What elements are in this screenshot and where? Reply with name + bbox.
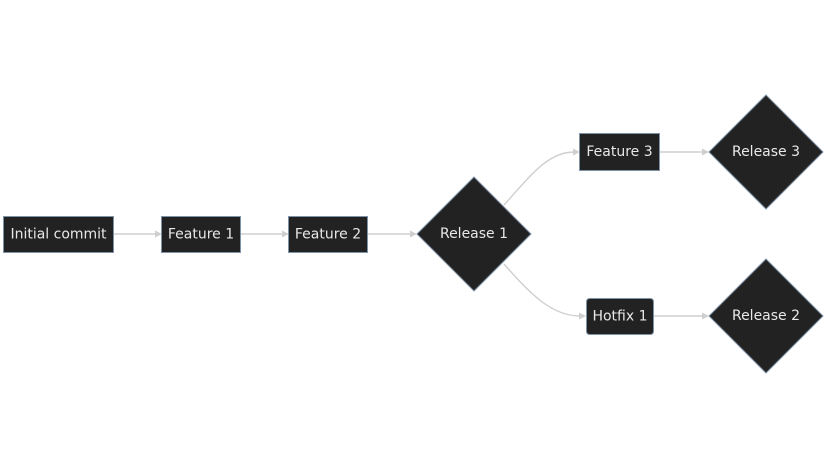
arrowhead-feature2-to-release1 <box>410 230 417 238</box>
arrowhead-release1-to-feature3 <box>573 148 580 156</box>
arrowhead-feature1-to-feature2 <box>282 230 289 238</box>
node-release-2[interactable]: Release 2 <box>708 258 824 374</box>
node-feature-1-label: Feature 1 <box>168 227 234 243</box>
nodes-layer: Initial commit Feature 1 Feature 2 Relea… <box>3 94 824 374</box>
arrowhead-release1-to-hotfix1 <box>579 312 586 320</box>
node-release-3[interactable]: Release 3 <box>708 94 824 210</box>
node-release-1-label: Release 1 <box>440 226 508 242</box>
node-release-3-label: Release 3 <box>732 144 800 160</box>
node-hotfix-1[interactable]: Hotfix 1 <box>586 298 654 335</box>
node-feature-1-box <box>161 216 241 253</box>
node-release-2-label: Release 2 <box>732 308 800 324</box>
node-feature-3[interactable]: Feature 3 <box>579 133 660 171</box>
node-initial-commit-label: Initial commit <box>10 227 107 243</box>
node-feature-1[interactable]: Feature 1 <box>161 216 241 253</box>
node-feature-3-label: Feature 3 <box>586 144 652 160</box>
node-feature-2[interactable]: Feature 2 <box>288 216 368 253</box>
node-hotfix-1-box <box>586 298 654 335</box>
arrowhead-initial-to-feature1 <box>155 230 162 238</box>
arrowhead-feature3-to-release3 <box>702 148 709 156</box>
arrowhead-hotfix1-to-release2 <box>702 312 709 320</box>
edge-release1-to-hotfix1 <box>503 263 581 317</box>
node-feature-3-box <box>579 133 660 171</box>
node-release-3-diamond <box>708 94 824 210</box>
edge-release1-to-feature3 <box>503 151 575 206</box>
node-release-1-diamond <box>416 176 532 292</box>
node-hotfix-1-label: Hotfix 1 <box>592 309 647 325</box>
node-release-2-diamond <box>708 258 824 374</box>
node-release-1[interactable]: Release 1 <box>416 176 532 292</box>
edges-layer <box>114 148 709 320</box>
node-initial-commit[interactable]: Initial commit <box>3 216 114 253</box>
node-initial-commit-box <box>3 216 114 253</box>
node-feature-2-label: Feature 2 <box>295 227 361 243</box>
node-feature-2-box <box>288 216 368 253</box>
